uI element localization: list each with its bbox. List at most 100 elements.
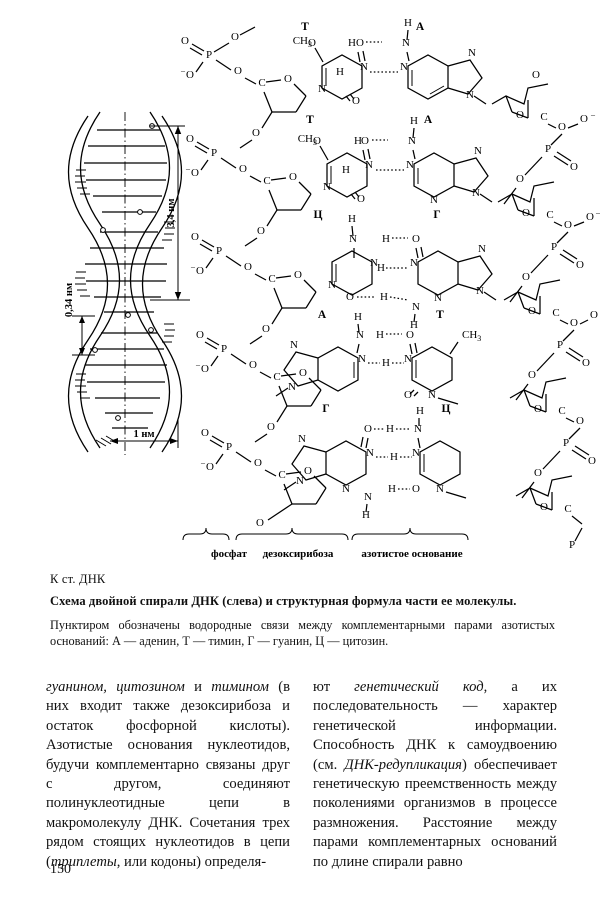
atom-C: C — [258, 77, 265, 89]
charge-minus: – — [185, 164, 191, 173]
guanine-ring-5: N N N N O N H — [283, 423, 374, 521]
base-pair-5: Г Ц N N N N O N H — [283, 403, 467, 521]
atom-N: N — [318, 83, 326, 95]
left-sugar-5: C O O — [256, 465, 327, 529]
brace-label-phosphate: фосфат — [211, 548, 248, 560]
atom-N: N — [365, 159, 373, 171]
base-label-right: А — [424, 114, 433, 126]
right-phosphate-2: P O O — [509, 231, 584, 303]
helix-strand-a-edge — [141, 115, 183, 453]
right-phosphate-4: P O O — [521, 427, 596, 499]
atom-O-up: O — [231, 31, 239, 43]
atom-O-carbonyl: O — [352, 95, 360, 107]
atom-O-double: O — [570, 161, 578, 173]
body-column-left: гуанином, цитозином и тимином (в них вхо… — [46, 678, 290, 872]
atom-O-link: O — [534, 467, 542, 479]
atom-O-link: O — [262, 323, 270, 335]
atom-H-hb: H — [377, 262, 385, 274]
atom-O-ring: O — [284, 73, 292, 85]
charge-minus: – — [190, 262, 196, 271]
atom-O-anion: O — [586, 211, 594, 223]
dimension-diameter-label: 1 нм — [133, 429, 154, 440]
atom-H-hb: H — [390, 451, 398, 463]
dimension-diameter: 1 нм — [110, 420, 179, 448]
atom-H: H — [410, 115, 418, 127]
adenine-ring-2: N N N N N H — [406, 115, 493, 206]
left-sugar-4: C O O — [254, 367, 322, 443]
left-sugar-3: C O O — [249, 269, 317, 345]
atom-N-amino: N — [356, 329, 364, 341]
hydrogen-bonds-4: H H — [368, 329, 404, 369]
brace-deoxyribose — [235, 527, 349, 541]
atom-O-ring: O — [289, 171, 297, 183]
left-phosphate-2: P O O – O — [185, 133, 247, 179]
atom-O-carbonyl: O — [361, 135, 369, 147]
right-sugar-4: O C O — [509, 377, 584, 427]
atom-N: N — [478, 243, 486, 255]
atom-O-link: O — [267, 421, 275, 433]
atom-H: H — [410, 319, 418, 331]
helix-rungs — [84, 129, 167, 429]
atom-N: N — [476, 285, 484, 297]
guanine-ring-3: N N N N O N H — [410, 233, 497, 331]
atom-N: N — [466, 89, 474, 101]
atom-H-hb: H — [380, 291, 388, 303]
atom-H: H — [404, 17, 412, 29]
base-label-right: Ц — [442, 403, 451, 415]
atom-O-ring: O — [516, 109, 524, 121]
adenine-ring-4: N N N N H — [275, 311, 366, 397]
atom-N: N — [288, 381, 296, 393]
atom-O-link: O — [516, 173, 524, 185]
charge-minus: – — [180, 66, 186, 75]
component-braces: фосфат дезоксирибоза азотистое основание — [182, 527, 469, 560]
atom-N: N — [298, 433, 306, 445]
atom-O: O — [564, 219, 572, 231]
right-sugar-5: O C P — [515, 475, 583, 551]
base-pair-4: А Т N N N N H — [275, 309, 481, 405]
atom-H: H — [416, 405, 424, 417]
atom-P: P — [563, 437, 569, 449]
page-number: 150 — [50, 862, 71, 877]
atom-O-double: O — [181, 35, 189, 47]
atom-N-amino: N — [402, 37, 410, 49]
atom-P: P — [557, 339, 563, 351]
atom-O-carbonyl: O — [364, 423, 372, 435]
base-pair-3: Ц Г N N O N H — [314, 209, 497, 331]
atom-O-carbonyl: O — [357, 193, 365, 205]
atom-O-double: O — [576, 259, 584, 271]
atom-O-right: O — [244, 261, 252, 273]
atom-O-double: O — [201, 427, 209, 439]
atom-P: P — [221, 343, 227, 355]
helix-shading — [75, 169, 175, 447]
atom-O-link: O — [252, 127, 260, 139]
atom-C: C — [564, 503, 571, 515]
atom-O-carbonyl: O — [346, 291, 354, 303]
atom-O-double: O — [186, 133, 194, 145]
atom-O-double: O — [196, 329, 204, 341]
atom-O-carbonyl: O — [412, 483, 420, 495]
hydrogen-bonds-1: O H H — [308, 37, 398, 78]
atom-N: N — [468, 47, 476, 59]
brace-nitrogen-base — [351, 527, 469, 541]
cytosine-ring-3: N N O N H — [328, 213, 378, 303]
atom-N-amino: N — [364, 491, 372, 503]
right-backbone: O O C O O – P O O — [491, 69, 600, 551]
atom-N-amino: N — [349, 233, 357, 245]
helix-strand-b-edge — [67, 115, 109, 453]
right-phosphate-1: P O O — [503, 133, 578, 205]
dna-figure: 3,4 нм 0,34 нм 1 нм — [64, 17, 600, 560]
brace-label-deoxyribose: дезоксирибоза — [263, 548, 334, 560]
atom-N: N — [410, 257, 418, 269]
left-phosphate-5: P O O – O — [200, 427, 262, 473]
atom-O-anion: O — [196, 265, 204, 277]
atom-O-anion: O — [186, 69, 194, 81]
atom-P: P — [206, 49, 212, 61]
brace-label-nitrogen-base: азотистое основание — [361, 548, 462, 560]
atom-H-hb: H — [354, 135, 362, 147]
body-paragraph-left: гуанином, цитозином и тимином (в них вхо… — [46, 679, 291, 870]
adenine-ring-1: N N N N H — [400, 17, 487, 105]
atom-O-ring: O — [522, 207, 530, 219]
atom-H: H — [348, 213, 356, 225]
atom-O: O — [532, 69, 540, 81]
atom-O-ring: O — [540, 501, 548, 513]
